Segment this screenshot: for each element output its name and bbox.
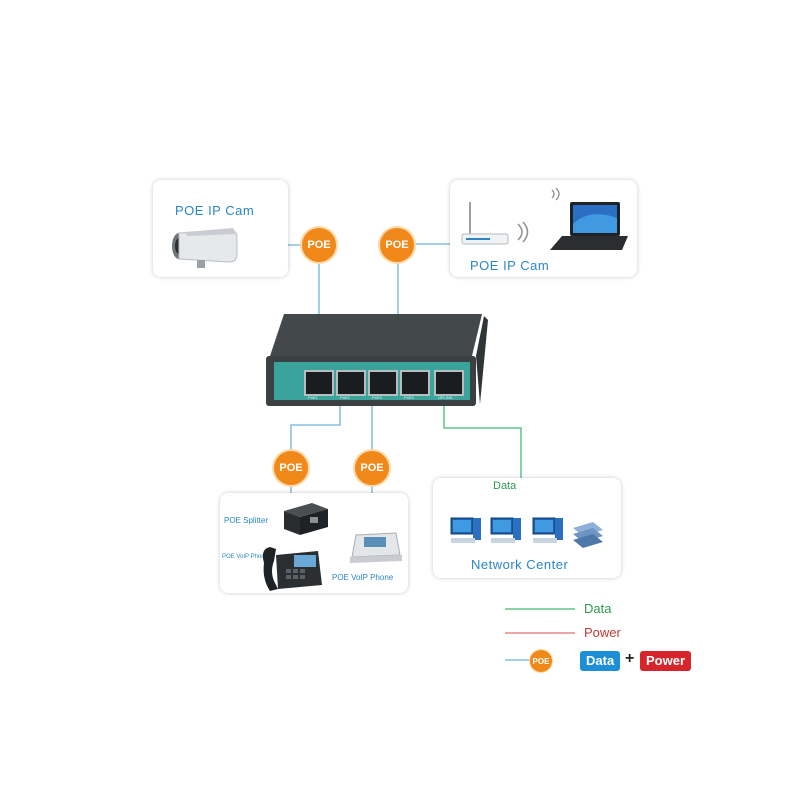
desktop-computer-icon xyxy=(532,517,563,543)
server-rack-icon xyxy=(573,522,603,548)
port-poe2[interactable] xyxy=(336,370,366,396)
legend-power-label: Power xyxy=(584,625,621,640)
laptop-icon xyxy=(550,188,628,250)
splitter-label: POE Splitter xyxy=(224,516,269,525)
voip-phone-left-label: POE VoIP Phone xyxy=(222,554,268,560)
poe-badge-splitter: POE xyxy=(274,451,308,485)
legend-data-label: Data xyxy=(584,601,612,616)
legend-data-chip: Data xyxy=(580,651,621,671)
wifi-router-icon xyxy=(461,202,509,245)
port-poe4[interactable] xyxy=(400,370,430,396)
camera-card-label: POE IP Cam xyxy=(175,203,255,218)
switch-ports: PoE1 PoE2 PoE3 PoE4 UPLINK xyxy=(300,368,470,404)
poe-phones-card: POE Splitter POE VoIP Phone POE VoIP Pho… xyxy=(220,493,408,593)
poe-badge-camera: POE xyxy=(302,228,336,262)
voip-phone-right-label: POE VoIP Phone xyxy=(332,573,394,582)
port-label-2: PoE2 xyxy=(340,395,350,400)
network-center-title: Network Center xyxy=(471,557,569,572)
port-label-1: PoE1 xyxy=(308,395,318,400)
port-label-3: PoE3 xyxy=(372,395,382,400)
desk-phone-icon xyxy=(262,547,322,591)
port1-down-line xyxy=(290,392,341,450)
desktop-computer-icon xyxy=(490,517,521,543)
port-poe3[interactable] xyxy=(368,370,398,396)
ip-phone-icon xyxy=(350,532,402,563)
bullet-camera-icon xyxy=(172,228,238,268)
network-data-label: Data xyxy=(493,480,517,492)
legend-plus: + xyxy=(625,650,635,667)
legend-poe-badge: POE xyxy=(530,650,552,672)
port-uplink[interactable] xyxy=(434,370,464,396)
poe-badge-router: POE xyxy=(380,228,414,262)
router-laptop-card: POE IP Cam xyxy=(450,180,637,277)
desktop-computer-icon xyxy=(450,517,481,543)
port-poe1[interactable] xyxy=(304,370,334,396)
uplink-data-line xyxy=(443,392,522,480)
legend-power-chip: Power xyxy=(640,651,692,671)
router-card-label: POE IP Cam xyxy=(470,258,550,273)
network-center-card: Data Network Center xyxy=(433,478,621,578)
poe-ip-camera-card: POE IP Cam xyxy=(153,180,288,277)
poe-badge-phone: POE xyxy=(355,451,389,485)
port-label-4: PoE4 xyxy=(404,395,414,400)
port-label-uplink: UPLINK xyxy=(438,395,453,400)
poe-splitter-icon xyxy=(284,503,328,535)
wifi-signal-icon xyxy=(517,221,529,243)
